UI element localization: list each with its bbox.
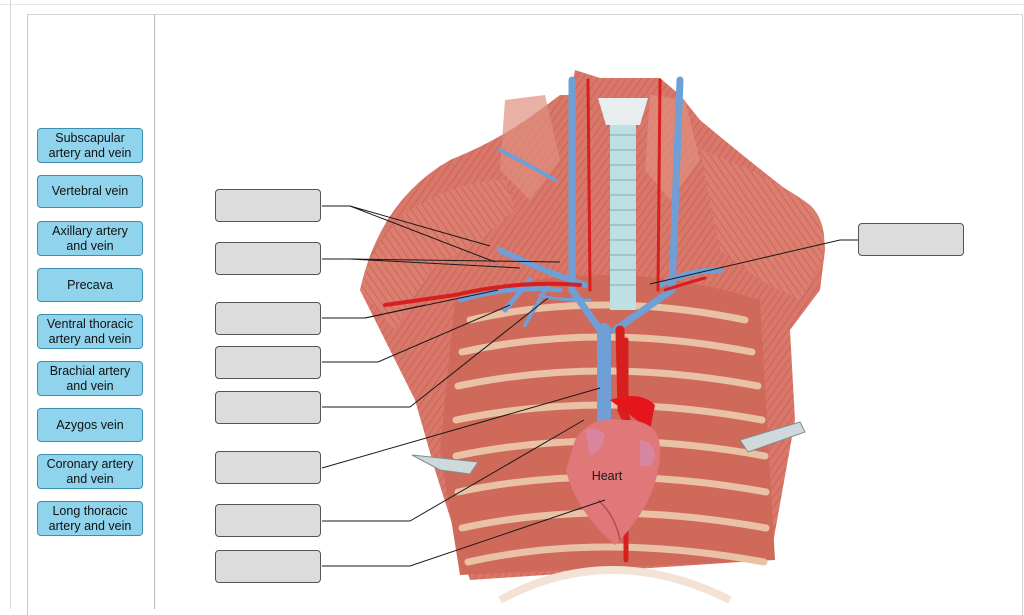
trachea [598,98,648,310]
drop-target-5[interactable] [215,391,321,424]
term-coronary[interactable]: Coronary artery and vein [37,454,143,489]
top-rule [0,4,1024,5]
drop-target-1[interactable] [215,189,321,222]
heart [566,396,660,545]
drop-target-7[interactable] [215,504,321,537]
left-edge [10,0,11,609]
drop-target-4[interactable] [215,346,321,379]
term-vertebral-vein[interactable]: Vertebral vein [37,175,143,208]
term-ventral-thoracic[interactable]: Ventral thoracic artery and vein [37,314,143,349]
term-subscapular[interactable]: Subscapular artery and vein [37,128,143,163]
term-precava[interactable]: Precava [37,268,143,302]
drop-target-6[interactable] [215,451,321,484]
heart-label: Heart [592,469,623,483]
term-azygos[interactable]: Azygos vein [37,408,143,442]
drop-target-2[interactable] [215,242,321,275]
leader-lines [321,205,858,567]
term-axillary[interactable]: Axillary artery and vein [37,221,143,256]
term-brachial[interactable]: Brachial artery and vein [37,361,143,396]
retractor-left [411,454,479,475]
drop-target-9[interactable] [858,223,964,256]
term-bank-panel [28,15,155,609]
retractor-right [739,421,806,453]
drop-target-3[interactable] [215,302,321,335]
question-frame [27,14,1023,615]
veins [457,76,723,437]
term-long-thoracic[interactable]: Long thoracic artery and vein [37,501,143,536]
drop-target-8[interactable] [215,550,321,583]
